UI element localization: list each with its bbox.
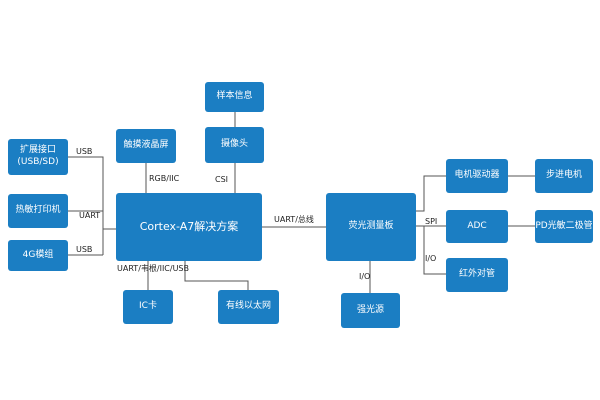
touch-lcd-box: 触摸液晶屏	[116, 129, 176, 163]
adc-box: ADC	[446, 210, 508, 243]
camera-box: 摄像头	[205, 127, 264, 163]
sample-info-box: 样本信息	[205, 82, 264, 112]
label-usb-top: USB	[76, 147, 93, 156]
stepper-motor-box: 步进电机	[535, 159, 593, 193]
line-ext-port	[68, 156, 116, 230]
motor-driver-box: 电机驱动器	[446, 159, 508, 193]
label-spi: SPI	[425, 217, 438, 226]
thermal-printer-box: 热敏打印机	[8, 194, 68, 228]
line-ir-tube	[423, 226, 446, 275]
pd-diode-box: PD光敏二极管	[535, 210, 593, 243]
label-io-ir: I/O	[425, 254, 437, 263]
strong-light-box: 强光源	[341, 293, 400, 328]
label-usb-bottom: USB	[76, 245, 93, 254]
line-ethernet	[184, 261, 249, 290]
4g-module-box: 4G模组	[8, 240, 68, 271]
label-rgb-iic: RGB/IIC	[149, 174, 180, 183]
ir-tube-box: 红外对管	[446, 258, 508, 292]
cortex-a7-box: Cortex-A7解决方案	[116, 193, 262, 261]
ext-port-box: 扩展接口 (USB/SD)	[8, 139, 68, 175]
label-uart-bus: UART/总线	[274, 215, 314, 224]
fluorescence-board-box: 荧光测量板	[326, 193, 416, 261]
label-csi: CSI	[215, 175, 229, 184]
ic-card-box: IC卡	[123, 290, 173, 324]
line-motor-driver	[416, 175, 446, 212]
ethernet-box: 有线以太网	[218, 290, 279, 324]
label-io-light: I/O	[359, 272, 371, 281]
label-uart-left: UART	[79, 211, 101, 220]
label-uart-bottom: UART/韦根/IIC/USB	[117, 264, 190, 273]
